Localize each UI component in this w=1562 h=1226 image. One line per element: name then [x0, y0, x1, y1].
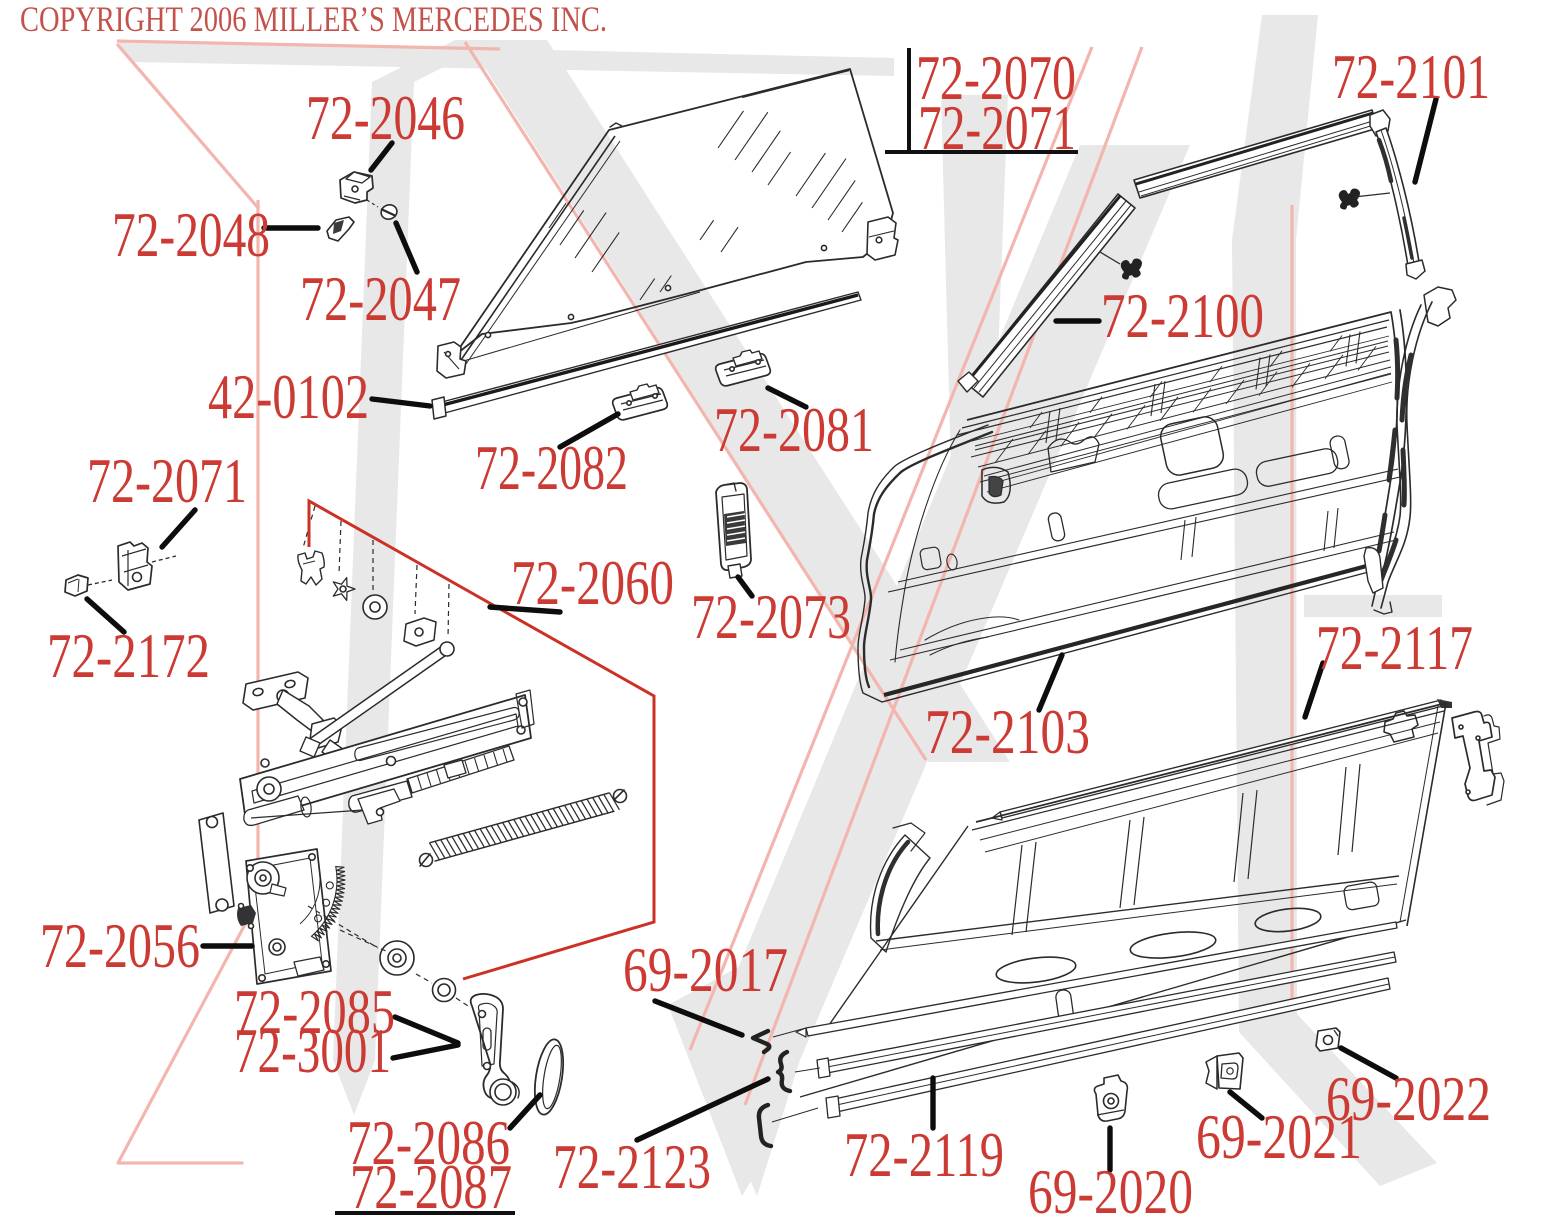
svg-text:69-2022: 69-2022: [1326, 1064, 1491, 1134]
svg-text:72-2123: 72-2123: [553, 1132, 711, 1202]
svg-text:72-2117: 72-2117: [1316, 613, 1473, 683]
svg-text:72-2085: 72-2085: [234, 977, 395, 1047]
svg-text:72-2060: 72-2060: [511, 548, 674, 618]
svg-text:72-2100: 72-2100: [1101, 281, 1264, 351]
svg-text:72-2056: 72-2056: [40, 911, 200, 981]
svg-text:72-2103: 72-2103: [925, 697, 1090, 767]
svg-text:69-2017: 69-2017: [623, 935, 788, 1005]
svg-text:72-2081: 72-2081: [714, 395, 874, 465]
svg-text:72-3001: 72-3001: [234, 1016, 391, 1086]
svg-text:72-2047: 72-2047: [300, 264, 461, 334]
svg-text:COPYRIGHT 2006 MILLER’S MERCED: COPYRIGHT 2006 MILLER’S MERCEDES INC.: [20, 0, 607, 39]
svg-text:72-2071: 72-2071: [918, 93, 1076, 163]
svg-text:72-2172: 72-2172: [47, 621, 210, 691]
svg-text:69-2020: 69-2020: [1028, 1157, 1193, 1226]
svg-text:72-2048: 72-2048: [112, 200, 270, 270]
svg-text:72-2086: 72-2086: [347, 1108, 510, 1178]
svg-text:72-2073: 72-2073: [691, 582, 851, 652]
svg-text:42-0102: 42-0102: [208, 362, 369, 432]
svg-text:72-2101: 72-2101: [1332, 42, 1490, 112]
svg-text:72-2119: 72-2119: [844, 1120, 1004, 1190]
svg-text:72-2046: 72-2046: [306, 83, 465, 153]
svg-text:69-2021: 69-2021: [1196, 1102, 1362, 1172]
svg-text:72-2087: 72-2087: [350, 1152, 512, 1222]
svg-text:72-2082: 72-2082: [475, 433, 628, 503]
svg-text:72-2070: 72-2070: [916, 43, 1076, 113]
svg-text:72-2071: 72-2071: [87, 446, 247, 516]
